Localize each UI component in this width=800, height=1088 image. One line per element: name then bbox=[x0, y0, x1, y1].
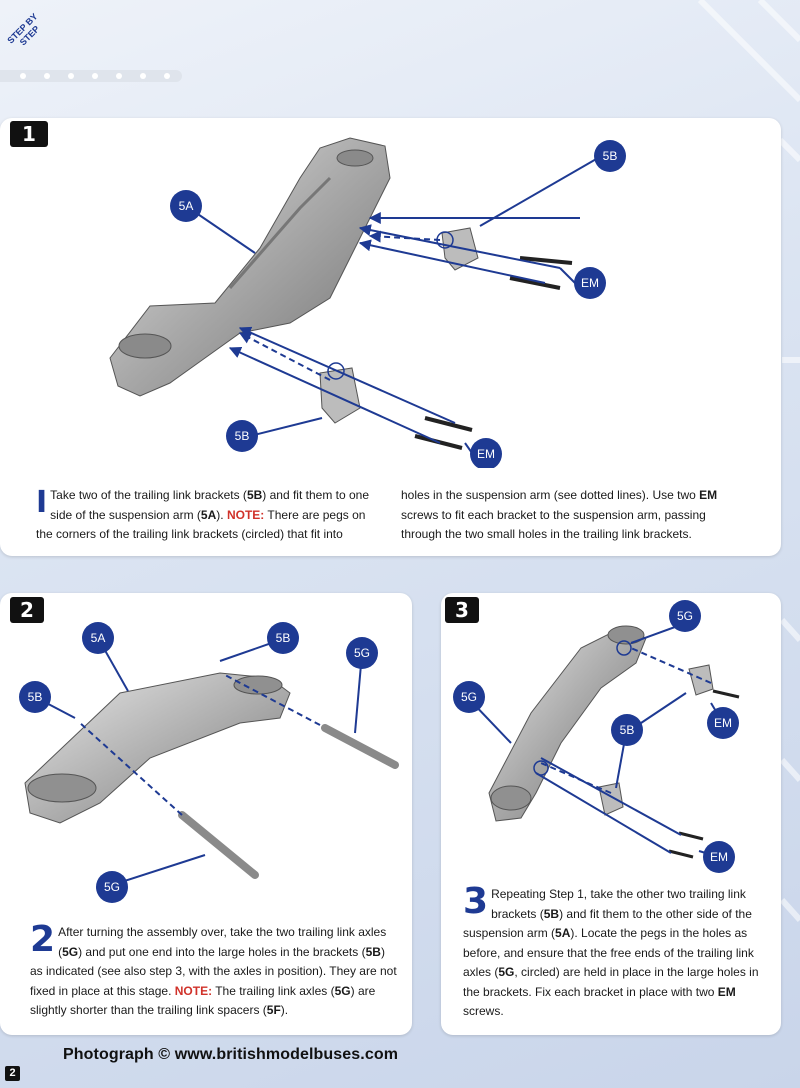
step-2-badge: 2 bbox=[10, 597, 44, 623]
svg-text:5G: 5G bbox=[461, 690, 477, 704]
trailing-link-bracket bbox=[688, 664, 714, 696]
callout-5a: 5A bbox=[170, 190, 202, 222]
drop-cap: I bbox=[36, 485, 48, 520]
trailing-link-axle-5g bbox=[321, 724, 399, 769]
step-3-panel: 3 5G 5G bbox=[441, 593, 781, 1035]
em-screw bbox=[668, 849, 694, 859]
callout-em: EM bbox=[574, 267, 606, 299]
callout-5b: 5B bbox=[267, 622, 299, 654]
em-screw bbox=[509, 276, 561, 290]
callout-5b: 5B bbox=[226, 420, 258, 452]
svg-text:5B: 5B bbox=[28, 690, 43, 704]
callout-em: EM bbox=[703, 841, 735, 873]
svg-text:5G: 5G bbox=[104, 880, 120, 894]
progress-dots bbox=[0, 70, 182, 82]
svg-text:EM: EM bbox=[581, 276, 599, 290]
svg-text:5A: 5A bbox=[179, 199, 194, 213]
svg-text:EM: EM bbox=[714, 716, 732, 730]
step-1-badge: 1 bbox=[10, 121, 48, 147]
step-3-diagram: 5G 5G 5B EM EM bbox=[453, 600, 740, 873]
step-2-diagram: 5A 5B 5G 5B 5G bbox=[19, 622, 399, 903]
svg-text:5G: 5G bbox=[677, 609, 693, 623]
svg-text:5B: 5B bbox=[603, 149, 618, 163]
svg-text:5B: 5B bbox=[276, 631, 291, 645]
step-1-panel: 1 bbox=[0, 118, 781, 556]
drop-cap: 2 bbox=[30, 919, 56, 960]
callout-5a: 5A bbox=[82, 622, 114, 654]
suspension-arm-5a bbox=[109, 137, 391, 397]
svg-text:5B: 5B bbox=[620, 723, 635, 737]
suspension-arm-5a bbox=[24, 672, 291, 824]
svg-text:5A: 5A bbox=[91, 631, 106, 645]
note-label: NOTE: bbox=[226, 507, 265, 522]
svg-text:EM: EM bbox=[477, 447, 495, 461]
photo-credit: Photograph © www.britishmodelbuses.com bbox=[63, 1046, 399, 1063]
callout-5g: 5G bbox=[453, 681, 485, 713]
page-number: 2 bbox=[5, 1066, 20, 1081]
trailing-link-bracket bbox=[319, 367, 361, 424]
trailing-link-bracket bbox=[598, 782, 624, 816]
svg-text:5B: 5B bbox=[235, 429, 250, 443]
em-screw bbox=[424, 416, 473, 432]
suspension-arm-5a bbox=[488, 625, 647, 822]
step-1-diagram: 5A 5B EM 5B EM bbox=[109, 137, 626, 468]
callout-em: EM bbox=[707, 707, 739, 739]
em-screw bbox=[712, 689, 740, 699]
drop-cap: 3 bbox=[463, 881, 489, 922]
callout-em: EM bbox=[470, 438, 502, 468]
svg-text:EM: EM bbox=[710, 850, 728, 864]
callout-5b: 5B bbox=[594, 140, 626, 172]
em-screw bbox=[678, 831, 704, 841]
callout-5g: 5G bbox=[669, 600, 701, 632]
callout-5b: 5B bbox=[611, 714, 643, 746]
callout-5g: 5G bbox=[96, 871, 128, 903]
trailing-link-axle-5g bbox=[178, 811, 259, 879]
step-3-badge: 3 bbox=[445, 597, 479, 623]
svg-text:5G: 5G bbox=[354, 646, 370, 660]
callout-5b: 5B bbox=[19, 681, 51, 713]
note-label: NOTE: bbox=[174, 983, 213, 998]
em-screw bbox=[519, 256, 573, 265]
callout-5g: 5G bbox=[346, 637, 378, 669]
